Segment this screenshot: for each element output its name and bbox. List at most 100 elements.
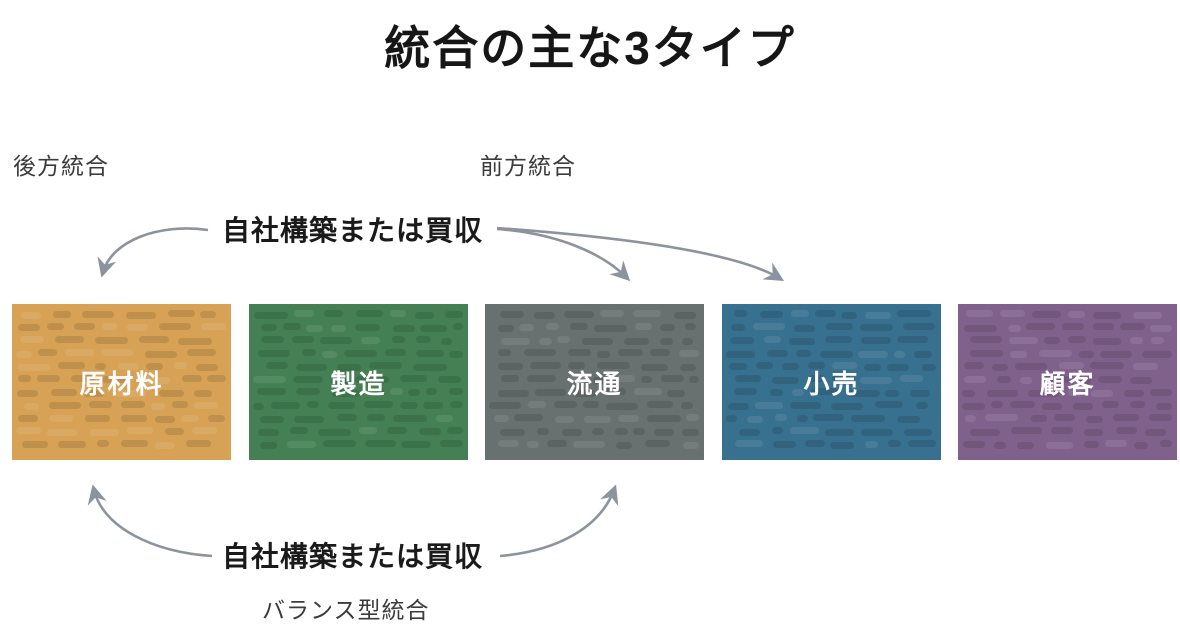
texture-dash — [808, 374, 825, 382]
texture-dash — [660, 374, 684, 382]
texture-dash — [444, 310, 463, 318]
texture-dash — [831, 375, 851, 383]
texture-dash — [964, 376, 986, 384]
texture-dash — [984, 413, 1018, 421]
balanced-integration-label: バランス型統合 — [262, 597, 430, 623]
chain-box-label: 小売 — [803, 368, 860, 399]
chain-box-label: 製造 — [330, 368, 387, 399]
texture-dash — [500, 375, 519, 383]
texture-dash — [554, 400, 577, 408]
texture-dash — [1130, 337, 1144, 345]
texture-dash — [47, 323, 64, 331]
texture-dash — [1150, 337, 1165, 345]
texture-dash — [331, 376, 350, 384]
texture-dash — [1092, 338, 1121, 346]
texture-dash — [830, 403, 864, 411]
texture-dash — [682, 338, 694, 346]
texture-dash — [294, 415, 325, 423]
texture-dash — [999, 310, 1026, 318]
texture-dash — [617, 349, 644, 357]
texture-dash — [1129, 376, 1153, 384]
texture-dash — [259, 442, 277, 450]
texture-dash — [425, 388, 438, 396]
texture-dash — [289, 427, 309, 435]
texture-dash — [681, 429, 699, 437]
texture-dash — [991, 400, 1004, 408]
texture-dash — [568, 361, 585, 369]
texture-dash — [145, 362, 164, 370]
texture-dash — [283, 323, 301, 331]
texture-dash — [322, 351, 338, 359]
texture-dash — [260, 336, 285, 344]
texture-dash — [763, 335, 782, 343]
texture-dash — [50, 388, 78, 396]
texture-dash — [20, 312, 42, 320]
texture-dash — [1142, 350, 1172, 358]
texture-dash — [400, 401, 418, 409]
texture-dash — [323, 309, 344, 317]
texture-dash — [438, 376, 461, 384]
texture-dash — [573, 441, 606, 449]
texture-dash — [295, 387, 320, 395]
texture-dash — [155, 441, 175, 449]
texture-dash — [545, 323, 559, 331]
texture-dash — [1041, 403, 1063, 411]
texture-dash — [253, 375, 287, 383]
texture-dash — [386, 427, 408, 435]
chain-box-label: 顧客 — [1039, 368, 1096, 399]
texture-dash — [207, 374, 226, 382]
texture-dash — [286, 441, 317, 449]
texture-dash — [145, 351, 178, 359]
texture-dash — [364, 401, 393, 409]
texture-dash — [961, 389, 976, 397]
texture-dash — [624, 338, 649, 346]
texture-dash — [634, 387, 662, 395]
texture-dash — [359, 426, 378, 434]
texture-dash — [893, 350, 906, 358]
texture-dash — [812, 413, 845, 421]
texture-dash — [497, 439, 519, 447]
texture-dash — [18, 363, 51, 371]
texture-dash — [1115, 427, 1138, 435]
texture-dash — [1030, 415, 1048, 423]
texture-dash — [766, 350, 788, 358]
texture-dash — [494, 414, 509, 422]
texture-dash — [759, 311, 784, 319]
texture-dash — [961, 403, 986, 411]
texture-dash — [606, 403, 638, 410]
texture-dash — [501, 338, 531, 346]
chain-box: 小売 — [722, 304, 941, 460]
texture-dash — [859, 377, 892, 385]
texture-dash — [1149, 389, 1172, 397]
texture-dash — [1009, 351, 1027, 359]
texture-dash — [653, 428, 674, 436]
chain-box-label: 流通 — [566, 368, 623, 399]
texture-dash — [865, 312, 892, 320]
texture-dash — [788, 337, 815, 345]
texture-dash — [1134, 441, 1148, 449]
backward-integration-label: 後方統合 — [13, 153, 109, 179]
texture-dash — [755, 401, 784, 409]
texture-dash — [1098, 376, 1122, 384]
texture-dash — [1067, 389, 1083, 397]
texture-dash — [1026, 322, 1055, 330]
texture-dash — [355, 375, 389, 383]
texture-dash — [561, 428, 583, 436]
texture-dash — [369, 362, 402, 370]
texture-dash — [573, 390, 597, 398]
texture-dash — [271, 402, 300, 410]
texture-dash — [916, 401, 928, 409]
texture-dash — [555, 416, 575, 424]
texture-dash — [773, 441, 797, 449]
texture-dash — [534, 388, 567, 396]
texture-dash — [84, 414, 110, 422]
texture-dash — [529, 362, 561, 370]
texture-dash — [771, 377, 800, 385]
texture-dash — [735, 440, 764, 448]
texture-dash — [734, 388, 758, 396]
texture-dash — [138, 335, 170, 343]
texture-dash — [415, 336, 432, 344]
texture-dash — [992, 364, 1009, 372]
texture-dash — [1120, 322, 1145, 330]
texture-dash — [178, 337, 212, 345]
